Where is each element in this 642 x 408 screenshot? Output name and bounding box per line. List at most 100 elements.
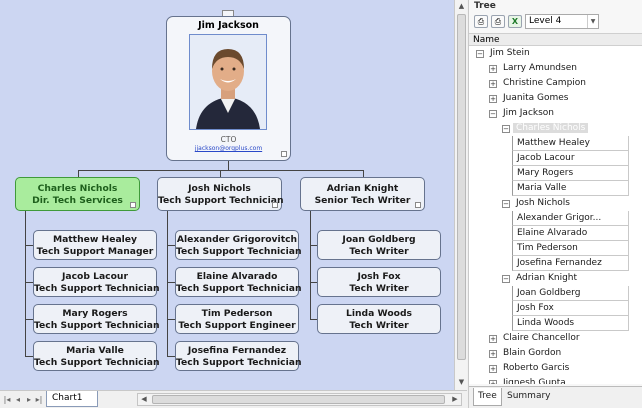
scroll-down-icon[interactable]: ▼ — [458, 378, 465, 386]
tree-leaf-frame — [512, 286, 629, 301]
root-node[interactable]: Jim Jackson CTO jjackson@orgplus.com — [166, 16, 291, 161]
tree-item[interactable]: Roberto Garcis — [500, 361, 572, 376]
tree-item[interactable]: Elaine Alvarado — [514, 226, 590, 241]
root-collapse-tab[interactable] — [222, 10, 234, 17]
tree-item[interactable]: Joan Goldberg — [514, 286, 583, 301]
sheet-tab-chart1[interactable]: Chart1 — [46, 391, 98, 407]
tree-item[interactable]: Charles Nichols — [513, 121, 589, 136]
expand-box-icon[interactable] — [130, 202, 136, 208]
node-title: Tech Support Technician — [176, 283, 302, 294]
scroll-right-icon[interactable]: ▶ — [452, 395, 458, 403]
last-sheet-icon[interactable]: ▸| — [35, 395, 43, 404]
connector-line — [310, 282, 317, 283]
prev-sheet-icon[interactable]: ◂ — [15, 395, 20, 404]
tree-item[interactable]: Jim Stein — [487, 46, 533, 61]
node-name: Josh Nichols — [188, 183, 251, 194]
tree-view[interactable]: −Jim Stein+Larry Amundsen+Christine Camp… — [469, 46, 642, 384]
tree-item-label: Joan Goldberg — [517, 288, 581, 298]
tree-item-label: Josefina Fernandez — [517, 258, 602, 268]
tree-item[interactable]: Jim Jackson — [500, 106, 557, 121]
collapse-icon[interactable]: − — [502, 125, 510, 133]
tree-item[interactable]: Mary Rogers — [514, 166, 576, 181]
next-sheet-icon[interactable]: ▸ — [26, 395, 31, 404]
collapse-icon[interactable]: − — [502, 200, 510, 208]
horizontal-scrollbar[interactable]: ◀ ▶ — [137, 393, 462, 406]
expand-icon[interactable]: + — [489, 65, 497, 73]
tree-item-label: Mary Rogers — [517, 168, 574, 178]
tree-item[interactable]: Jignesh Gupta — [500, 376, 569, 384]
tab-tree[interactable]: Tree — [473, 388, 502, 406]
expand-box-icon[interactable] — [272, 202, 278, 208]
expand-box-icon[interactable] — [281, 151, 287, 157]
expand-icon[interactable]: + — [489, 380, 497, 384]
tree-item-label: Jim Stein — [490, 48, 530, 58]
scroll-left-icon[interactable]: ◀ — [141, 395, 147, 403]
expand-icon[interactable]: + — [489, 80, 497, 88]
collapse-icon[interactable]: − — [502, 275, 510, 283]
tree-item[interactable]: Tim Pederson — [514, 241, 581, 256]
tree-item[interactable]: Linda Woods — [514, 316, 577, 331]
tree-item[interactable]: Josh Fox — [514, 301, 557, 316]
print-preview-icon[interactable]: ⎙ — [491, 15, 505, 28]
tree-item[interactable]: Christine Campion — [500, 76, 589, 91]
tree-leaf-frame — [512, 301, 629, 316]
excel-export-icon[interactable]: X — [508, 15, 522, 28]
tree-item[interactable]: Jacob Lacour — [514, 151, 578, 166]
tab-summary[interactable]: Summary — [507, 391, 551, 401]
node-name: Matthew Healey — [52, 234, 138, 245]
tree-item[interactable]: Adrian Knight — [513, 271, 580, 286]
tree-item-label: Linda Woods — [517, 318, 575, 328]
horizontal-scroll-thumb[interactable] — [152, 395, 445, 404]
expand-icon[interactable]: + — [489, 95, 497, 103]
print-icon[interactable]: ⎙ — [474, 15, 488, 28]
tree-item-label: Jim Jackson — [503, 108, 555, 118]
org-chart-canvas[interactable]: Jim Jackson CTO jjackson@orgplus.com Cha… — [0, 0, 454, 390]
tree-item[interactable]: Blain Gordon — [500, 346, 564, 361]
node-title: Tech Writer — [349, 283, 409, 294]
tree-item[interactable]: Larry Amundsen — [500, 61, 580, 76]
node-title: Tech Support Technician — [176, 357, 302, 368]
tree-item[interactable]: Alexander Grigor... — [514, 211, 604, 226]
node-title: Tech Support Technician — [34, 320, 160, 331]
tree-item[interactable]: Juanita Gomes — [500, 91, 571, 106]
expand-box-icon[interactable] — [415, 202, 421, 208]
collapse-icon[interactable]: − — [476, 50, 484, 58]
connector-line — [310, 211, 311, 319]
collapse-icon[interactable]: − — [489, 110, 497, 118]
scroll-up-icon[interactable]: ▲ — [458, 2, 465, 10]
expand-icon[interactable]: + — [489, 335, 497, 343]
tree-item[interactable]: Claire Chancellor — [500, 331, 583, 346]
root-email-link[interactable]: jjackson@orgplus.com — [194, 145, 263, 152]
level-select[interactable]: Level 4 ▼ — [525, 14, 599, 29]
first-sheet-icon[interactable]: |◂ — [3, 395, 11, 404]
tree-item[interactable]: Matthew Healey — [514, 136, 593, 151]
vertical-scroll-thumb[interactable] — [457, 14, 466, 360]
tree-item[interactable]: Josefina Fernandez — [514, 256, 605, 271]
name-column-header[interactable]: Name — [469, 33, 642, 46]
node-name: Charles Nichols — [37, 183, 118, 194]
vertical-scrollbar[interactable]: ▲ ▼ — [454, 0, 467, 390]
tree-item-label: Tim Pederson — [517, 243, 578, 253]
tree-item[interactable]: Maria Valle — [514, 181, 569, 196]
tree-item-label: Jacob Lacour — [517, 153, 575, 163]
expand-icon[interactable]: + — [489, 350, 497, 358]
connector-line — [25, 245, 33, 246]
tree-toolbar: ⎙ ⎙ X Level 4 ▼ — [469, 12, 642, 32]
expand-icon[interactable]: + — [489, 365, 497, 373]
chevron-down-icon[interactable]: ▼ — [587, 15, 598, 28]
tree-item[interactable]: Josh Nichols — [513, 196, 573, 211]
